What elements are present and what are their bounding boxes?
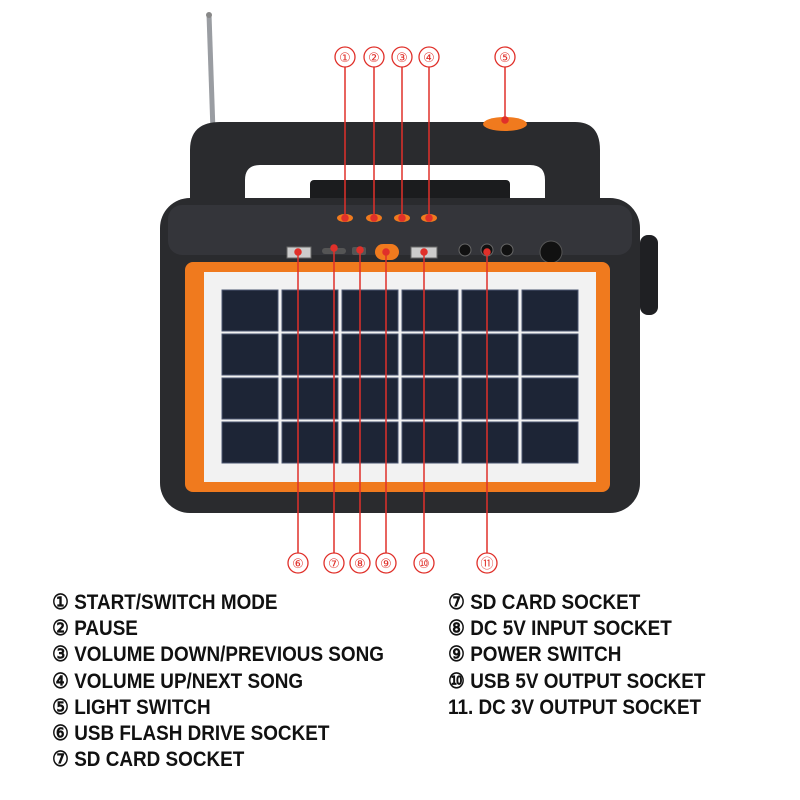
solar-cell: [281, 333, 339, 376]
legend-item: ⑥ USB FLASH DRIVE SOCKET: [52, 721, 330, 745]
callout-bottom-3: ⑨: [375, 552, 397, 574]
solar-cell: [401, 333, 459, 376]
legend-item: ⑦ SD CARD SOCKET: [448, 591, 641, 614]
callout-top-2: ③: [391, 46, 413, 68]
solar-cell: [281, 377, 339, 420]
solar-cell: [461, 333, 519, 376]
solar-cell: [401, 377, 459, 420]
solar-cell: [221, 333, 279, 376]
callout-dot: [330, 244, 338, 252]
callout-dot: [483, 248, 491, 256]
callout-number: ⑦: [328, 557, 340, 572]
solar-cell: [281, 289, 339, 332]
callout-number: ①: [339, 51, 351, 66]
legend-item: ⑨ POWER SWITCH: [448, 643, 622, 667]
solar-cell: [341, 377, 399, 420]
callout-dot: [398, 214, 406, 222]
light-switch-button: [483, 117, 527, 131]
solar-cell: [221, 377, 279, 420]
callout-dot: [294, 248, 302, 256]
callout-top-1: ②: [363, 46, 385, 68]
callout-number: ⑨: [380, 557, 392, 572]
callout-number: ⑥: [292, 557, 304, 572]
legend-item: ① START/SWITCH MODE: [52, 591, 278, 614]
legend-item: ⑧ DC 5V INPUT SOCKET: [448, 617, 672, 641]
legend-item: ② PAUSE: [52, 617, 138, 641]
callout-bottom-2: ⑧: [349, 552, 371, 574]
legend-item: ③ VOLUME DOWN/PREVIOUS SONG: [52, 643, 384, 667]
callout-dot: [341, 214, 349, 222]
solar-cell: [521, 421, 579, 464]
callout-number: ③: [396, 51, 408, 66]
legend-item: ⑩ USB 5V OUTPUT SOCKET: [448, 669, 706, 693]
callout-dot: [425, 214, 433, 222]
callout-number: ⑩: [418, 557, 430, 572]
legend-item: ⑦ SD CARD SOCKET: [52, 748, 245, 772]
legend-item: 11. DC 3V OUTPUT SOCKET: [448, 695, 702, 719]
callout-bottom-0: ⑥: [287, 552, 309, 574]
callout-bottom-1: ⑦: [323, 552, 345, 574]
solar-cell: [461, 377, 519, 420]
legend-left: ① START/SWITCH MODE ② PAUSE ③ VOLUME DOW…: [52, 590, 384, 773]
solar-cell: [521, 289, 579, 332]
callout-number: ⑤: [499, 51, 511, 66]
solar-cell: [341, 421, 399, 464]
solar-cell: [521, 333, 579, 376]
callout-dot: [501, 116, 509, 124]
callout-bottom-5: ⑪: [476, 552, 498, 574]
callout-top-0: ①: [334, 46, 356, 68]
solar-cell: [221, 289, 279, 332]
legend-item: ④ VOLUME UP/NEXT SONG: [52, 669, 304, 693]
callout-top-3: ④: [418, 46, 440, 68]
callout-dot: [382, 248, 390, 256]
solar-cell: [341, 333, 399, 376]
callout-dot: [420, 248, 428, 256]
solar-cell: [461, 421, 519, 464]
solar-cell: [521, 377, 579, 420]
solar-cell: [461, 289, 519, 332]
legend-item: ⑤ LIGHT SWITCH: [52, 695, 211, 719]
callout-bottom-4: ⑩: [413, 552, 435, 574]
callout-dot: [370, 214, 378, 222]
solar-cell: [281, 421, 339, 464]
solar-cell: [221, 421, 279, 464]
callout-number: ⑧: [354, 557, 366, 572]
callout-number: ⑪: [480, 557, 493, 572]
callout-number: ④: [423, 51, 435, 66]
solar-cell: [341, 289, 399, 332]
solar-cell: [401, 289, 459, 332]
solar-cells: [221, 289, 579, 464]
handle: [190, 122, 600, 215]
callout-top-4: ⑤: [494, 46, 516, 68]
solar-cell: [401, 421, 459, 464]
callout-number: ②: [368, 51, 380, 66]
callout-dot: [356, 246, 364, 254]
legend-right: ⑦ SD CARD SOCKET ⑧ DC 5V INPUT SOCKET ⑨ …: [448, 590, 705, 721]
